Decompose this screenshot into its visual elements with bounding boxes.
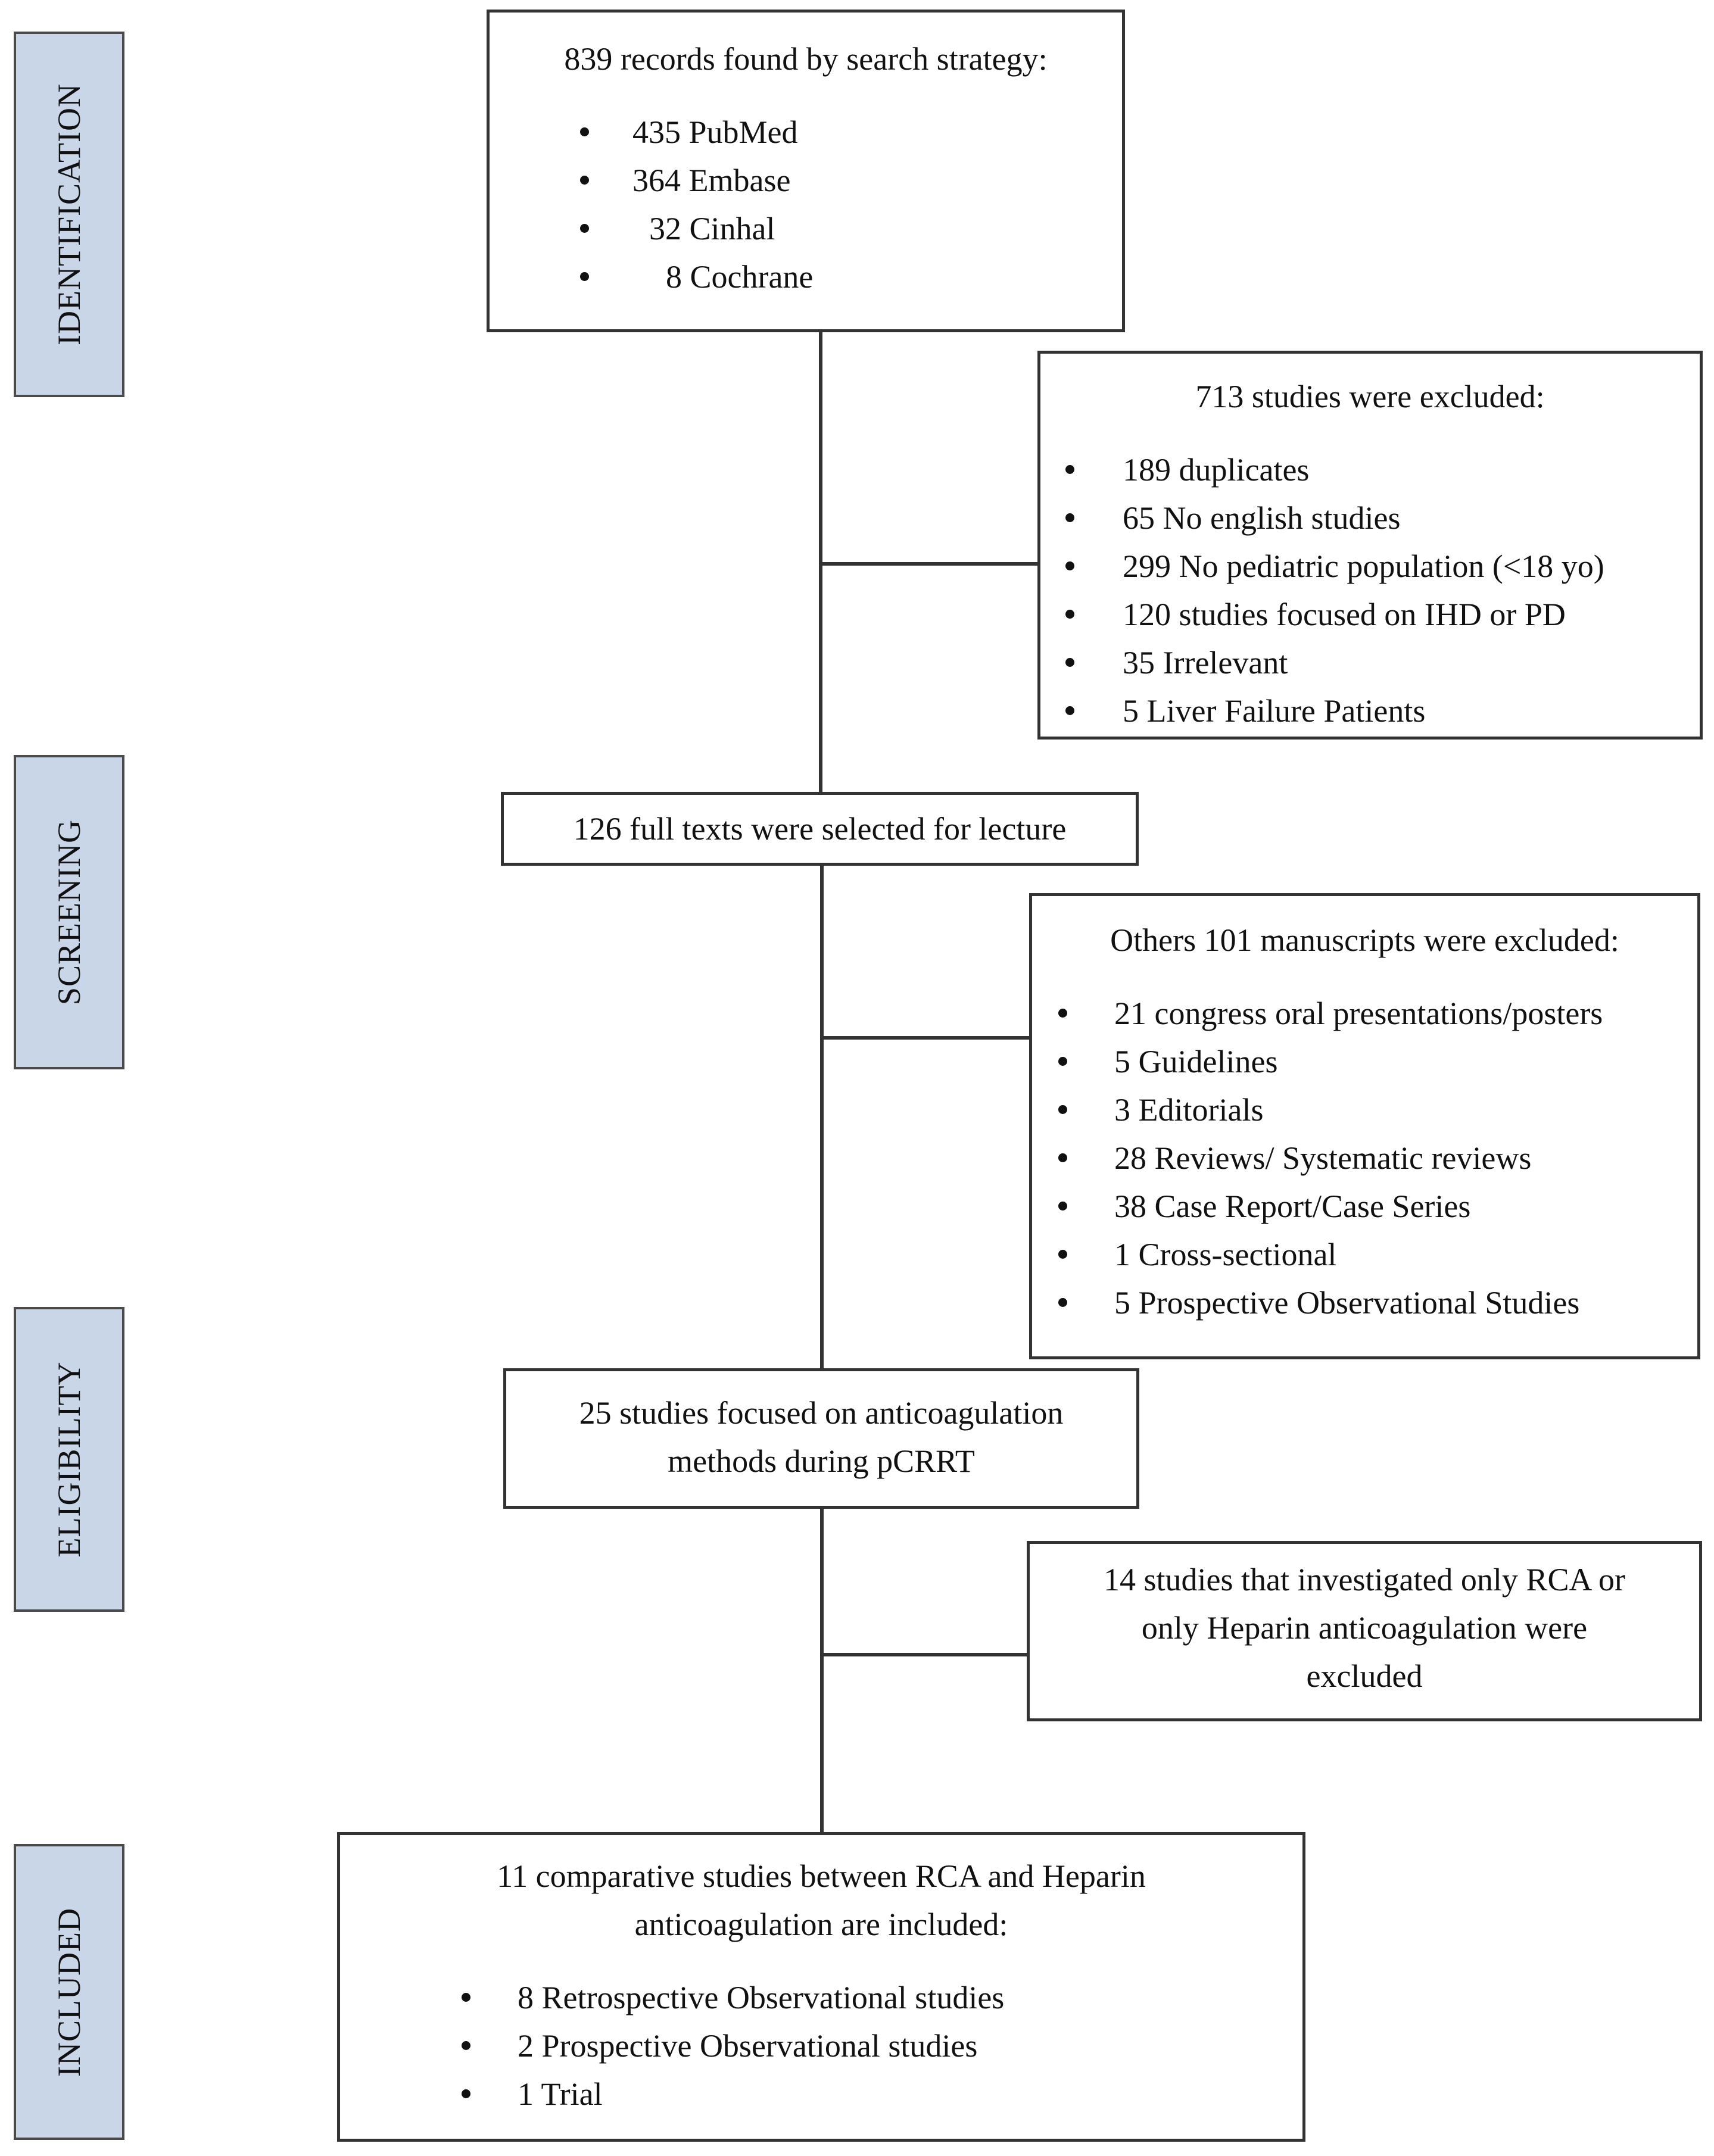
list-item: 65 No english studies: [1040, 494, 1700, 542]
excluded-third-box: 14 studies that investigated only RCA or…: [1027, 1541, 1702, 1721]
list-item: 28 Reviews/ Systematic reviews: [1032, 1134, 1697, 1182]
bullet-icon: [1058, 1009, 1067, 1018]
stage-identification: IDENTIFICATION: [14, 32, 124, 397]
excluded-first-list: 189 duplicates 65 No english studies 299…: [1040, 446, 1700, 735]
bullet-icon: [1065, 561, 1074, 570]
included-line1: 11 comparative studies between RCA and H…: [497, 1858, 1146, 1894]
stage-included: INCLUDED: [14, 1844, 124, 2140]
excluded-first-box: 713 studies were excluded: 189 duplicate…: [1037, 351, 1703, 740]
excluded-second-list: 21 congress oral presentations/posters 5…: [1032, 990, 1697, 1327]
bullet-icon: [1058, 1298, 1067, 1307]
bullet-icon: [1058, 1057, 1067, 1066]
excluded-third-line1: 14 studies that investigated only RCA or: [1104, 1562, 1625, 1598]
excluded-third-line2: only Heparin anticoagulation were: [1141, 1610, 1588, 1646]
excluded-second-title: Others 101 manuscripts were excluded:: [1110, 922, 1619, 958]
list-item: 1 Trial: [340, 2070, 1302, 2118]
included-line2: anticoagulation are included:: [634, 1907, 1008, 1942]
list-item: 5 Liver Failure Patients: [1040, 687, 1700, 735]
bullet-icon: [462, 2089, 470, 2098]
stage-eligibility-label: ELIGIBILITY: [51, 1361, 87, 1558]
list-item: 38 Case Report/Case Series: [1032, 1182, 1697, 1231]
excluded-second-box: Others 101 manuscripts were excluded: 21…: [1029, 893, 1700, 1359]
full-texts-box: 126 full texts were selected for lecture: [501, 792, 1139, 866]
eligible-line1: 25 studies focused on anticoagulation: [579, 1395, 1064, 1431]
bullet-icon: [1058, 1202, 1067, 1210]
records-list: 435 PubMed 364 Embase 32 Cinhal 8 Cochra…: [490, 108, 1122, 301]
bullet-icon: [580, 272, 589, 281]
bullet-icon: [580, 127, 589, 136]
list-item: 435 PubMed: [490, 108, 1122, 157]
bullet-icon: [1058, 1250, 1067, 1259]
list-item: 8 Cochrane: [490, 253, 1122, 301]
stage-screening: SCREENING: [14, 755, 124, 1069]
list-item: 21 congress oral presentations/posters: [1032, 990, 1697, 1038]
list-item: 2 Prospective Observational studies: [340, 2022, 1302, 2070]
list-item: 32 Cinhal: [490, 205, 1122, 253]
list-item: 120 studies focused on IHD or PD: [1040, 591, 1700, 639]
list-item: 5 Prospective Observational Studies: [1032, 1279, 1697, 1327]
list-item: 3 Editorials: [1032, 1086, 1697, 1134]
bullet-icon: [1065, 610, 1074, 619]
records-title: 839 records found by search strategy:: [564, 41, 1048, 77]
bullet-icon: [1065, 658, 1074, 667]
full-texts-title: 126 full texts were selected for lecture: [573, 811, 1067, 847]
list-item: 364 Embase: [490, 157, 1122, 205]
list-item: 5 Guidelines: [1032, 1038, 1697, 1086]
stage-eligibility: ELIGIBILITY: [14, 1307, 124, 1612]
bullet-icon: [1058, 1153, 1067, 1162]
bullet-icon: [580, 224, 589, 233]
bullet-icon: [1065, 513, 1074, 522]
list-item: 189 duplicates: [1040, 446, 1700, 494]
included-box: 11 comparative studies between RCA and H…: [337, 1832, 1305, 2142]
bullet-icon: [462, 2041, 470, 2050]
bullet-icon: [580, 176, 589, 185]
bullet-icon: [1065, 465, 1074, 474]
bullet-icon: [1065, 706, 1074, 715]
records-box: 839 records found by search strategy: 43…: [487, 10, 1125, 332]
stage-included-label: INCLUDED: [51, 1907, 87, 2077]
stage-identification-label: IDENTIFICATION: [51, 83, 87, 345]
list-item: 35 Irrelevant: [1040, 639, 1700, 687]
eligible-line2: methods during pCRRT: [668, 1443, 975, 1479]
bullet-icon: [462, 1993, 470, 2002]
list-item: 8 Retrospective Observational studies: [340, 1974, 1302, 2022]
list-item: 299 No pediatric population (<18 yo): [1040, 542, 1700, 591]
list-item: 1 Cross-sectional: [1032, 1231, 1697, 1279]
included-list: 8 Retrospective Observational studies 2 …: [340, 1974, 1302, 2118]
eligible-box: 25 studies focused on anticoagulation me…: [503, 1368, 1139, 1509]
excluded-first-title: 713 studies were excluded:: [1195, 379, 1545, 414]
bullet-icon: [1058, 1105, 1067, 1114]
stage-screening-label: SCREENING: [51, 819, 87, 1006]
excluded-third-line3: excluded: [1306, 1658, 1423, 1694]
